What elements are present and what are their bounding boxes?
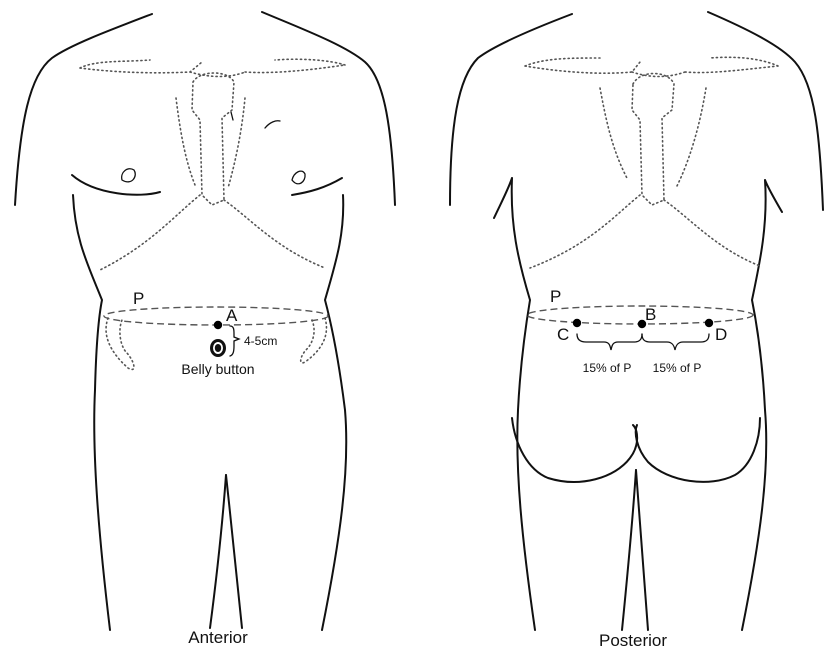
posterior-inner-leg-left	[622, 470, 636, 630]
anterior-perimeter-label: P	[133, 289, 144, 308]
posterior-point-d-label: D	[715, 325, 727, 344]
posterior-point-c	[573, 319, 581, 327]
belly-button-label: Belly button	[181, 361, 254, 377]
posterior-right-torso-outline	[742, 180, 782, 630]
anterior-ribcage	[100, 98, 325, 270]
posterior-right-buttock	[636, 418, 760, 482]
anterior-right-outline	[262, 12, 395, 205]
anterior-mark-2	[231, 112, 233, 120]
anterior-left-pelvis	[106, 318, 134, 369]
anterior-sternum	[192, 73, 234, 205]
posterior-left-span-bracket	[577, 334, 642, 350]
anterior-point-a-label: A	[226, 306, 238, 325]
anterior-right-nipple	[292, 171, 305, 184]
posterior-left-torso-outline	[494, 178, 535, 630]
posterior-left-span-label: 15% of P	[583, 361, 632, 375]
anterior-caption: Anterior	[188, 628, 248, 647]
anterior-left-nipple	[122, 169, 136, 182]
belly-button-center	[215, 344, 221, 352]
posterior-perimeter-label: P	[550, 287, 561, 306]
anterior-inner-leg-left	[210, 475, 226, 628]
posterior-point-b-label: B	[645, 305, 656, 324]
anterior-left-torso-outline	[73, 195, 110, 630]
anterior-distance-label: 4-5cm	[244, 334, 277, 348]
posterior-left-buttock	[512, 418, 637, 482]
anterior-inner-leg-right	[226, 475, 242, 628]
anterior-right-pelvis	[301, 318, 327, 363]
anterior-right-torso-outline	[322, 195, 346, 630]
anterior-distance-bracket	[230, 326, 239, 356]
posterior-point-d	[705, 319, 713, 327]
posterior-inner-leg-right	[636, 470, 648, 630]
anterior-clavicles	[80, 59, 345, 76]
posterior-left-outline	[450, 14, 572, 205]
posterior-right-span-bracket	[642, 334, 709, 350]
anterior-left-pectoral	[72, 175, 160, 195]
anterior-figure	[15, 12, 395, 630]
posterior-point-c-label: C	[557, 325, 569, 344]
posterior-spine-top	[632, 74, 674, 206]
posterior-caption: Posterior	[599, 631, 667, 650]
anterior-point-a	[214, 321, 222, 329]
posterior-ribcage	[530, 88, 760, 268]
posterior-right-span-label: 15% of P	[653, 361, 702, 375]
anterior-left-outline	[15, 14, 152, 205]
anterior-right-pectoral	[292, 178, 342, 195]
anterior-mark	[265, 121, 280, 128]
posterior-figure	[450, 12, 823, 630]
